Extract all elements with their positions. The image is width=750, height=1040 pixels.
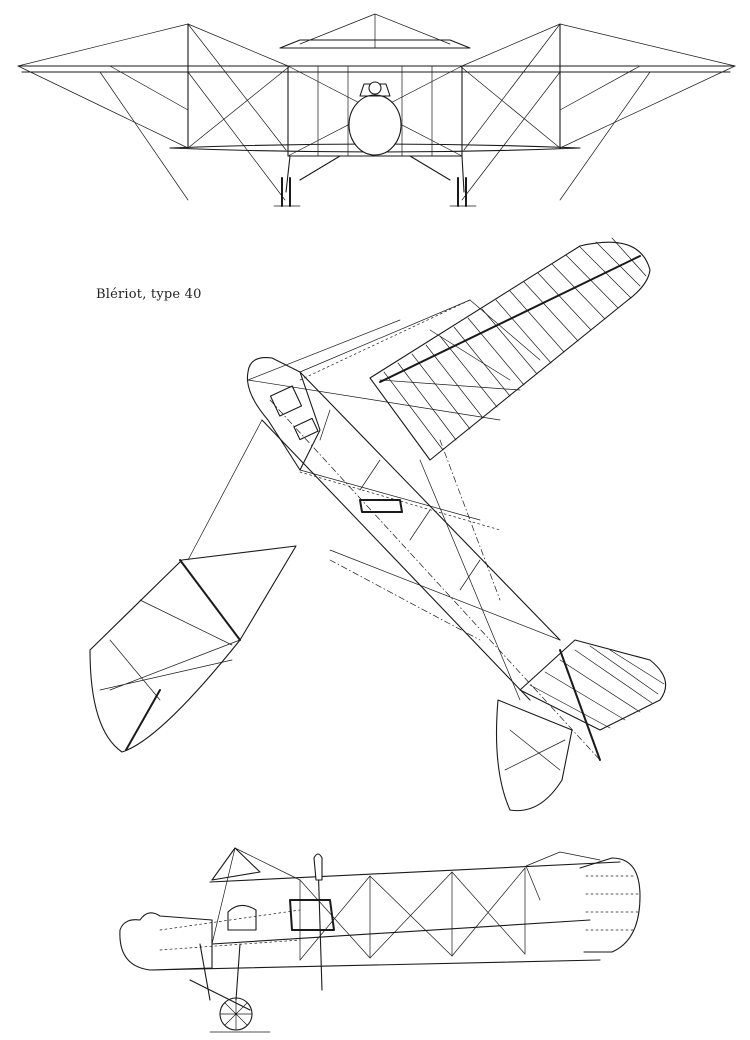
side-propeller-tip	[313, 853, 323, 881]
front-top-wires	[17, 23, 736, 67]
plan-elevator	[495, 699, 573, 812]
plan-radiator-grill	[269, 385, 303, 417]
side-wheel-spokes	[219, 997, 253, 1031]
front-engine	[359, 83, 391, 97]
side-rudder	[579, 857, 641, 953]
plan-elevator-wires	[504, 729, 566, 771]
drawing-caption: Blériot, type 40	[96, 287, 202, 302]
plan-wing-wires	[379, 299, 541, 391]
front-pilot	[368, 81, 382, 95]
plan-dotted-wires	[299, 299, 501, 531]
front-view	[17, 13, 736, 207]
plan-tail-spar	[559, 649, 601, 761]
front-kingposts	[187, 23, 561, 149]
plan-engine	[359, 499, 403, 513]
plan-tailplane	[519, 639, 667, 731]
plan-bracing-wires	[187, 299, 561, 701]
side-propeller	[317, 859, 323, 991]
side-nose	[119, 912, 213, 971]
front-cross-bracing	[187, 23, 561, 151]
side-undercarriage	[189, 943, 251, 1011]
front-center-cell	[287, 65, 463, 157]
side-fuselage-frames	[299, 867, 526, 961]
plan-radiator-grill-2	[293, 417, 319, 441]
plan-wing-spar	[379, 255, 641, 383]
plan-center-lines	[269, 399, 601, 761]
front-wheels	[281, 177, 467, 207]
plan-lower-wing-wires	[99, 559, 241, 701]
side-rudder-ribs	[585, 875, 639, 931]
plan-fuselage-frames	[319, 409, 481, 591]
plan-tailplane-ribs	[529, 645, 665, 729]
front-lower-wing	[169, 143, 581, 153]
plan-upper-wing	[369, 241, 651, 461]
front-nacelle	[348, 94, 402, 156]
front-lower-wires	[17, 65, 736, 149]
side-pilot-seat	[227, 904, 257, 931]
front-center-kingpost	[299, 13, 451, 49]
front-landing-wires	[99, 71, 651, 201]
plan-lower-wing-spars	[125, 559, 241, 751]
side-pylon-wires	[211, 847, 301, 945]
side-fuselage-longerons	[149, 861, 621, 971]
side-dotted-wires	[159, 909, 301, 951]
front-cabane-top	[279, 39, 471, 49]
front-upper-wing	[17, 65, 736, 73]
plan-wing-ribs	[383, 237, 647, 451]
side-tail-kingpost	[525, 851, 601, 901]
plan-lower-wing	[89, 545, 297, 753]
side-engine	[289, 899, 335, 931]
side-fuselage-bracing	[299, 867, 526, 961]
front-undercarriage-struts	[285, 155, 465, 193]
side-pylon	[211, 847, 261, 881]
side-view	[119, 847, 641, 1033]
plan-view	[89, 237, 667, 812]
